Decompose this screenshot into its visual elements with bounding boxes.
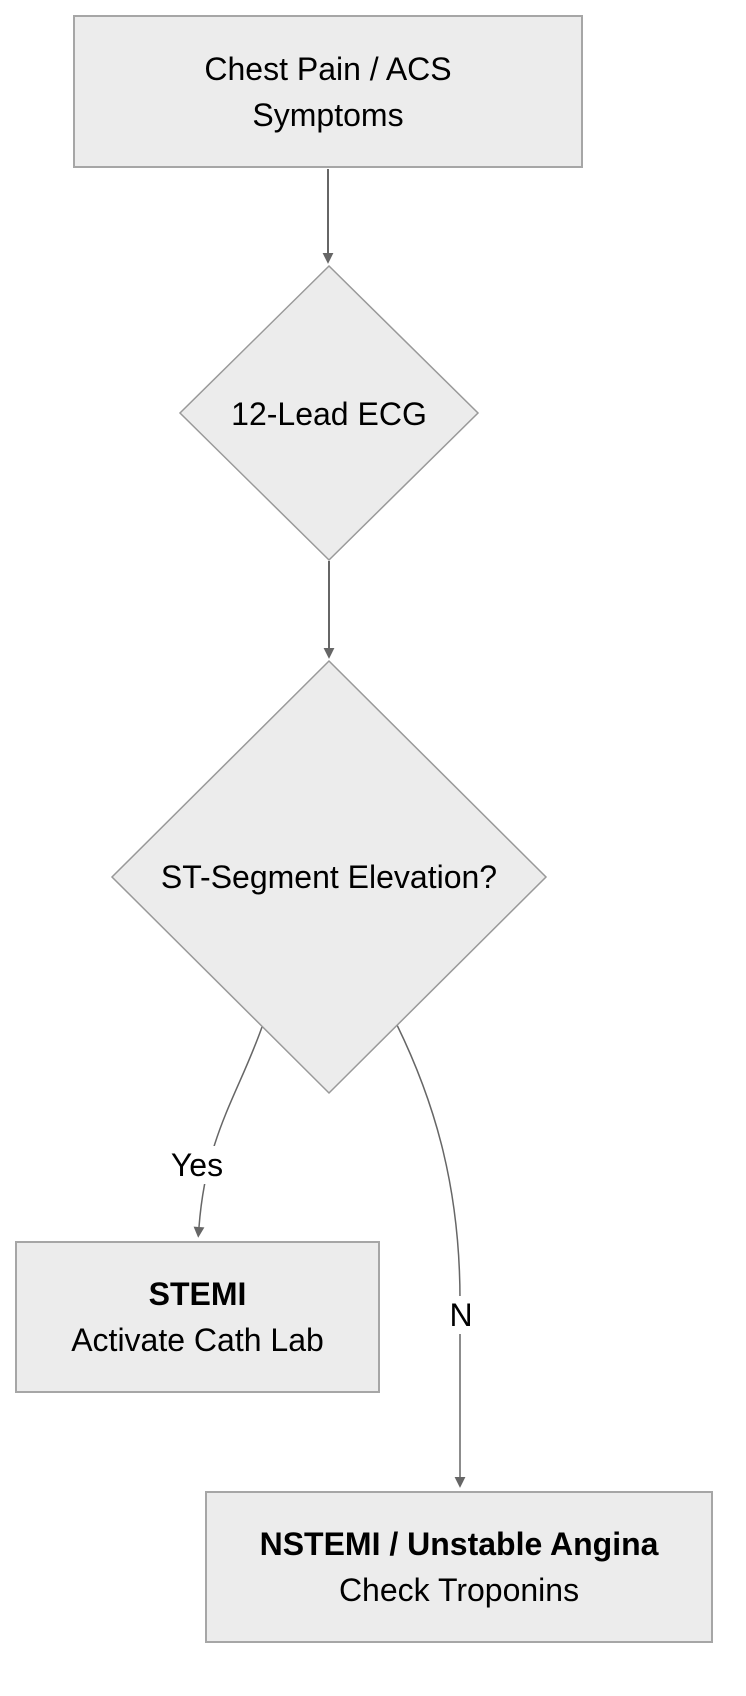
start-node-line2: Symptoms	[252, 96, 404, 133]
start-node-line1: Chest Pain / ACS	[204, 50, 452, 87]
arrow-yes-to-stemi	[193, 1026, 263, 1238]
edge-label-n: N	[446, 1296, 476, 1334]
stemi-node: STEMI Activate Cath Lab	[15, 1241, 380, 1393]
ecg-diamond-shape	[178, 264, 480, 562]
st-elevation-diamond-shape	[110, 659, 548, 1095]
st-elevation-decision-label: ST-Segment Elevation?	[160, 859, 498, 895]
ecg-decision-label: 12-Lead ECG	[231, 396, 427, 432]
stemi-node-line1: STEMI	[148, 1276, 247, 1312]
nstemi-node: NSTEMI / Unstable Angina Check Troponins	[205, 1491, 713, 1643]
start-node-chest-pain: Chest Pain / ACS Symptoms	[73, 15, 583, 168]
stemi-node-line2: Activate Cath Lab	[71, 1322, 324, 1358]
nstemi-node-line1: NSTEMI / Unstable Angina	[259, 1526, 659, 1562]
arrow-n-to-nstemi	[396, 1024, 466, 1488]
nstemi-node-line2: Check Troponins	[338, 1572, 580, 1608]
edge-label-yes: Yes	[167, 1146, 227, 1184]
